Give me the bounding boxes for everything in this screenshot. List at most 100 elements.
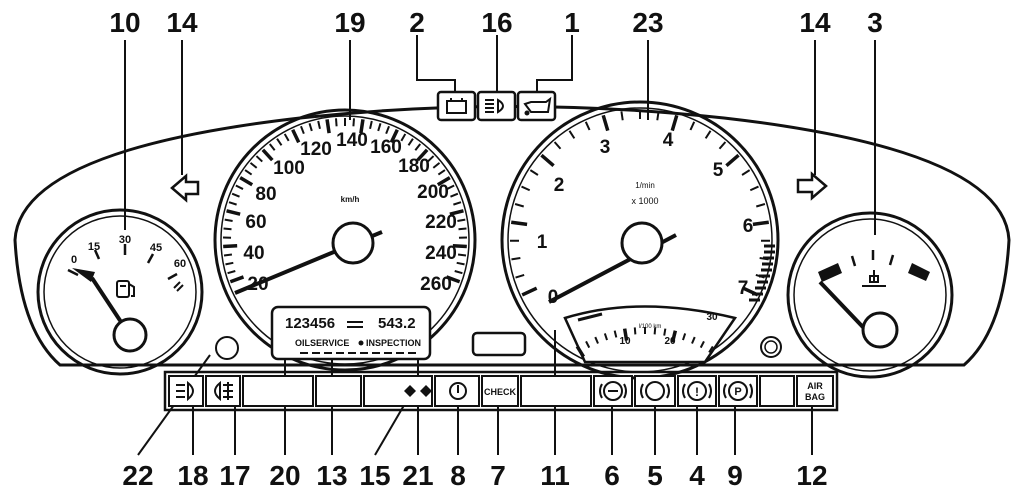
dial-tick bbox=[255, 155, 263, 163]
dial-tick bbox=[436, 176, 451, 187]
dial-tick bbox=[244, 169, 253, 176]
dial-tick bbox=[594, 336, 599, 344]
dial-tick bbox=[718, 141, 727, 150]
callout-label: 1 bbox=[564, 7, 580, 38]
airbag-label-line2: BAG bbox=[805, 392, 825, 402]
callout-label: 6 bbox=[604, 460, 620, 491]
abs-warning-icon bbox=[599, 381, 627, 401]
fuel-level-icon bbox=[862, 270, 886, 287]
dial-tick bbox=[511, 257, 521, 261]
dial-tick bbox=[575, 345, 586, 358]
redline-zone bbox=[749, 244, 775, 302]
dial-tick bbox=[223, 253, 233, 257]
economy-scale-label: 20 bbox=[664, 336, 676, 347]
dial-tick bbox=[653, 327, 657, 335]
rpm-label: 7 bbox=[738, 278, 749, 299]
dial-tick bbox=[385, 125, 390, 135]
dial-tick bbox=[699, 340, 705, 349]
trip-reading: 543.2 bbox=[378, 315, 416, 332]
dial-tick bbox=[457, 218, 466, 222]
front-fog-light-icon bbox=[176, 380, 194, 402]
dial-tick bbox=[584, 121, 591, 131]
callout-label: 15 bbox=[359, 460, 390, 491]
callout-label: 16 bbox=[481, 7, 512, 38]
temp-scale-label: 45 bbox=[150, 242, 162, 254]
dial-tick bbox=[725, 153, 740, 167]
inspection-label: INSPECTION bbox=[366, 338, 421, 348]
dial-tick bbox=[261, 148, 274, 162]
speed-label: 120 bbox=[300, 139, 332, 160]
callout-label: 4 bbox=[689, 460, 705, 491]
callout-label: 7 bbox=[490, 460, 506, 491]
callout-label: 11 bbox=[540, 460, 570, 491]
fuel-empty-zone bbox=[818, 263, 842, 282]
speedometer-unit: km/h bbox=[341, 195, 360, 204]
dial-tick bbox=[553, 141, 562, 150]
trip-reset-knob[interactable] bbox=[760, 336, 782, 358]
dial-tick bbox=[601, 114, 610, 132]
rpm-label: 0 bbox=[548, 287, 559, 308]
dial-tick bbox=[663, 328, 667, 336]
dial-tick bbox=[670, 330, 678, 343]
battery-warning-light bbox=[436, 90, 477, 122]
dial-tick bbox=[414, 143, 422, 151]
dial-tick bbox=[446, 184, 455, 190]
speed-label: 140 bbox=[336, 130, 368, 151]
speedometer-ticks bbox=[223, 118, 467, 284]
dial-tick bbox=[235, 184, 244, 190]
dial-tick bbox=[268, 143, 276, 151]
callout-label: 20 bbox=[269, 460, 300, 491]
economy-gauge bbox=[563, 305, 738, 364]
dial-tick bbox=[400, 133, 407, 142]
callout-label: 19 bbox=[334, 7, 365, 38]
tachometer-scale: 0 1 2 3 4 5 6 7 bbox=[537, 130, 754, 308]
dial-tick bbox=[749, 185, 759, 192]
rpm-label: 2 bbox=[554, 175, 565, 196]
callout-label: 12 bbox=[796, 460, 827, 491]
dial-tick bbox=[521, 286, 538, 297]
high-beam-light bbox=[476, 90, 517, 122]
airbag-label-line1: AIR bbox=[807, 381, 823, 391]
tachometer-ticks bbox=[509, 110, 771, 297]
dial-tick bbox=[228, 201, 237, 206]
temp-hot-mark bbox=[173, 281, 184, 292]
dial-tick bbox=[529, 169, 539, 176]
odometer-display bbox=[270, 305, 432, 361]
check-engine-label: CHECK bbox=[484, 387, 517, 397]
economy-unit: l/100 km bbox=[639, 324, 662, 330]
dial-tick bbox=[454, 270, 463, 275]
speed-label: 180 bbox=[398, 156, 430, 177]
dial-tick bbox=[708, 345, 714, 353]
fuel-full-zone bbox=[908, 263, 930, 281]
speedometer-needle-hub bbox=[331, 221, 375, 265]
dial-tick bbox=[457, 253, 467, 257]
dial-tick bbox=[603, 333, 608, 341]
dial-tick bbox=[389, 129, 399, 144]
dial-tick bbox=[521, 185, 531, 192]
callout-label: 17 bbox=[219, 460, 250, 491]
dial-tick bbox=[752, 220, 770, 227]
dial-tick bbox=[456, 261, 465, 266]
rear-fog-light-icon bbox=[214, 380, 233, 402]
dial-tick bbox=[704, 130, 712, 139]
top-callouts: 10 14 19 2 16 1 23 14 3 bbox=[109, 7, 882, 38]
callout-label: 9 bbox=[727, 460, 743, 491]
temp-scale-label: 0 bbox=[71, 254, 77, 266]
dial-tick bbox=[450, 192, 459, 198]
dial-tick bbox=[540, 153, 555, 167]
speed-label: 260 bbox=[420, 274, 452, 295]
parking-brake-symbol: P bbox=[734, 386, 741, 398]
center-indicator-window bbox=[471, 331, 527, 357]
dial-tick bbox=[514, 203, 525, 208]
dial-tick bbox=[225, 261, 234, 266]
reset-knob[interactable] bbox=[215, 336, 239, 360]
brake-pad-wear-icon bbox=[640, 381, 670, 401]
battery-icon bbox=[446, 98, 467, 114]
callout-label: 10 bbox=[109, 7, 140, 38]
dial-tick bbox=[755, 203, 766, 208]
dial-tick bbox=[656, 111, 660, 121]
callout-label: 5 bbox=[647, 460, 663, 491]
dial-tick bbox=[622, 328, 629, 341]
dial-tick bbox=[335, 118, 338, 127]
dial-tick bbox=[691, 336, 696, 344]
